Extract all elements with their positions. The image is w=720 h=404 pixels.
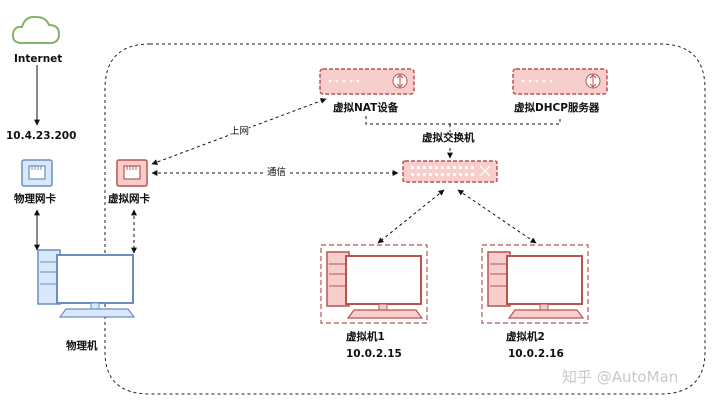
comm-edge-label: 通信 bbox=[265, 166, 289, 179]
switch-vm1-edge bbox=[377, 189, 445, 244]
physical-computer-icon bbox=[37, 249, 136, 318]
nat-dhcp-switch-link bbox=[365, 116, 561, 125]
physical-host-label: 物理机 bbox=[66, 340, 98, 352]
dhcp-server-label: 虚拟DHCP服务器 bbox=[514, 102, 600, 114]
physical-ip-label: 10.4.23.200 bbox=[6, 130, 77, 142]
physical-nic-icon bbox=[21, 159, 53, 187]
cloud-icon bbox=[11, 15, 61, 44]
vm2-computer-icon bbox=[481, 244, 589, 324]
virtual-nic-label: 虚拟网卡 bbox=[108, 193, 150, 205]
nat-device-icon bbox=[319, 68, 415, 95]
virtual-switch-label: 虚拟交换机 bbox=[422, 132, 475, 145]
dhcp-server-icon bbox=[512, 68, 608, 95]
uplink-edge-label: 上网 bbox=[230, 125, 250, 138]
vm1-label: 虚拟机1 bbox=[346, 331, 385, 343]
watermark: 知乎 @AutoMan bbox=[562, 368, 679, 386]
vm1-computer-icon bbox=[320, 244, 428, 324]
nat-device-label: 虚拟NAT设备 bbox=[333, 102, 399, 114]
physical-nic-label: 物理网卡 bbox=[14, 193, 56, 205]
vm2-label: 虚拟机2 bbox=[506, 331, 545, 343]
internet-label: Internet bbox=[14, 53, 63, 65]
vm1-ip-label: 10.0.2.15 bbox=[346, 348, 402, 360]
virtual-environment-boundary bbox=[104, 43, 706, 395]
virtual-nic-icon bbox=[116, 159, 148, 187]
vm2-ip-label: 10.0.2.16 bbox=[508, 348, 564, 360]
virtual-switch-icon bbox=[402, 160, 498, 183]
switch-vm2-edge bbox=[457, 189, 537, 244]
